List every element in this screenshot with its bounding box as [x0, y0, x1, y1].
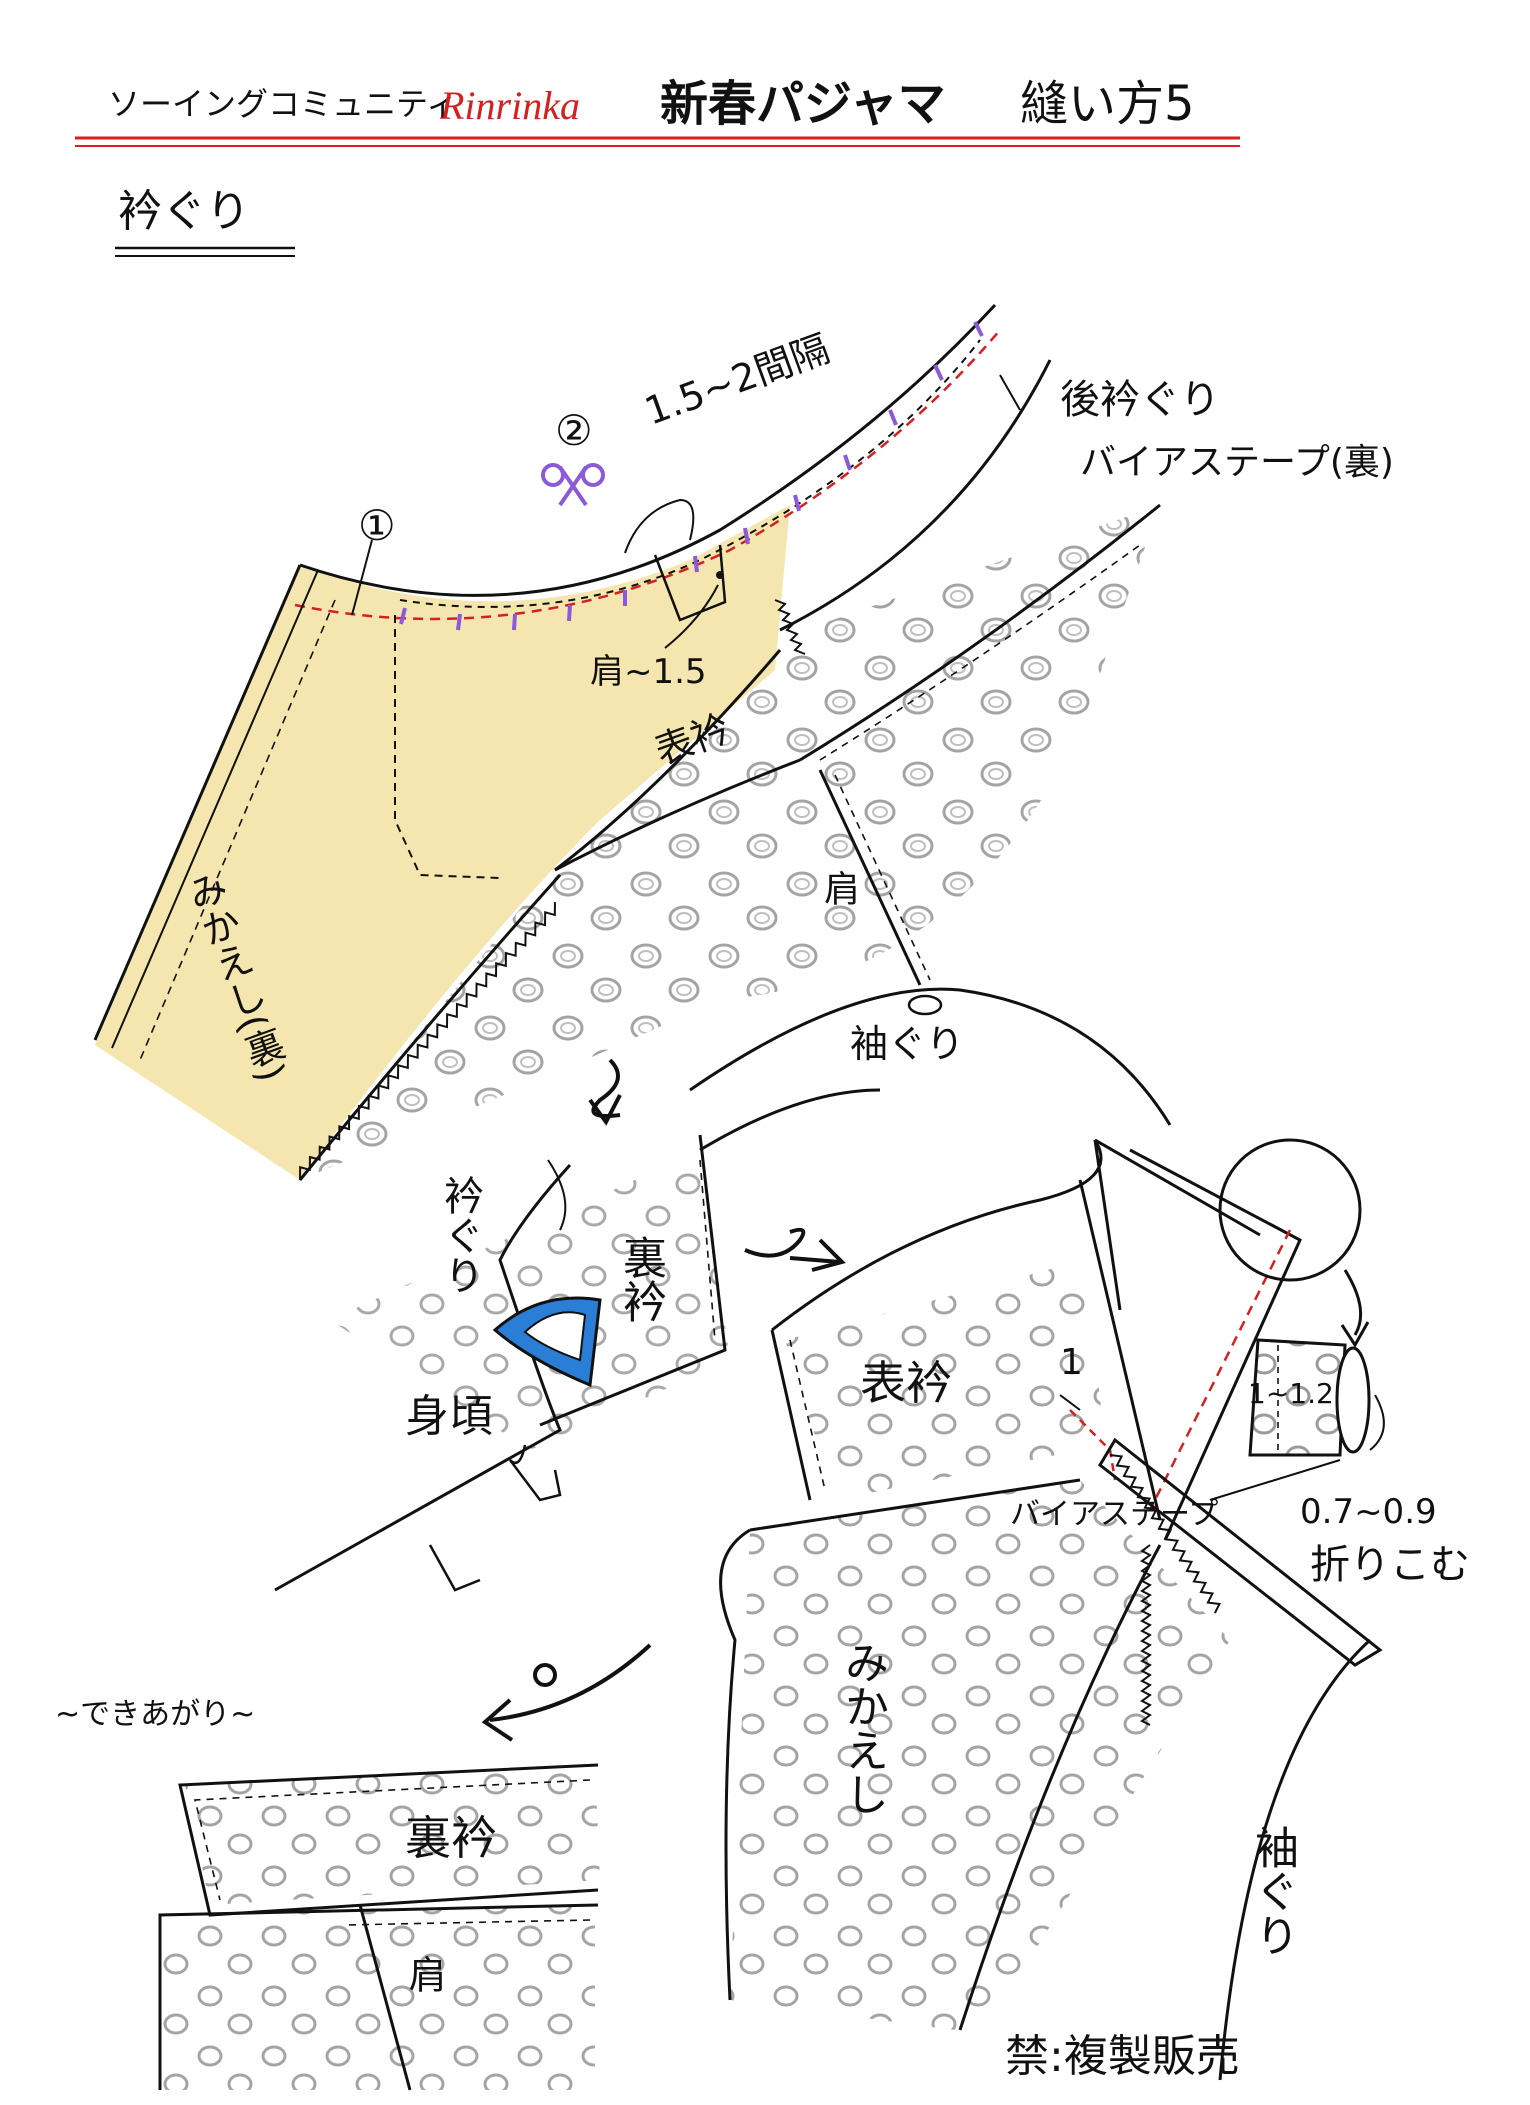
- finished-collar: [178, 1763, 599, 1917]
- marker-1-leader: [351, 539, 373, 616]
- shoulder-allowance-label: 肩~1.5: [590, 652, 707, 692]
- bias-tape-band: [1098, 1437, 1383, 1667]
- neck-fold: [509, 1444, 562, 1502]
- back-neck-label: 後衿ぐり: [1060, 377, 1220, 423]
- header-title: 新春パジャマ: [660, 76, 946, 132]
- bodice-fabric-area: [300, 505, 1160, 1180]
- section-title: 衿ぐり: [118, 186, 250, 237]
- armhole-curve-2: [699, 1088, 881, 1152]
- facing-stitch-outline: [394, 615, 501, 879]
- armhole-label-1: 袖ぐり: [850, 1022, 965, 1066]
- armhole-label-3: 袖ぐり: [1247, 1825, 1298, 1957]
- armhole-curve-3: [1218, 1638, 1372, 2081]
- tape-detail: [1248, 1338, 1385, 1457]
- panel-3-bias-tape: [719, 1138, 1385, 2081]
- facing-zigzag-edge: [958, 1544, 1162, 2031]
- overlock-edge-2: [774, 599, 806, 655]
- spacing-bracket: [624, 498, 695, 554]
- neck-edge: [299, 303, 997, 597]
- bodice-edge: [274, 1163, 572, 1592]
- overlock-edge-1: [299, 902, 556, 1181]
- facing-label-3: みかえし: [837, 1640, 888, 1816]
- facing-fabric: [95, 505, 790, 1180]
- purple-snips: [399, 321, 984, 631]
- section-underline: [115, 246, 295, 257]
- bias-tape-back-label: バイアステープ(裏): [1080, 442, 1394, 483]
- shoulder-leader: [664, 584, 719, 649]
- bias-tape-stitch: [399, 339, 981, 608]
- bias-zigzag: [1109, 1454, 1222, 1614]
- header-underline: [75, 136, 1240, 147]
- under-collar-label-2: 裏衿: [615, 1235, 666, 1323]
- header-step: 縫い方5: [1020, 76, 1195, 132]
- shoulder-label-4: 肩: [402, 1955, 446, 1993]
- collar-seam: [554, 649, 782, 872]
- panel-1-neckline-stitching: [93, 303, 1172, 1181]
- arrow-down-1: [588, 1058, 622, 1126]
- copyright-notice: 禁:複製販売: [1005, 2031, 1240, 2082]
- arrow-finished: [481, 1643, 652, 1742]
- header-community: ソーイングコミュニティ: [108, 85, 459, 123]
- mark-one-label: 1: [1060, 1342, 1083, 1383]
- shoulder-seam: [818, 769, 922, 986]
- facing-outline: [719, 1528, 751, 2001]
- width-label: 1~1.2: [1248, 1377, 1334, 1410]
- scissors-icon: [541, 463, 605, 507]
- neckline-label: 衿ぐり: [437, 1175, 483, 1295]
- collar-outer: [554, 758, 801, 872]
- arrow-right: [744, 1227, 846, 1272]
- armhole-curve: [689, 987, 1172, 1126]
- fold-in-label: 折りこむ: [1310, 1542, 1470, 1588]
- bias-tape-label: バイアステープ: [1010, 1497, 1219, 1532]
- bodice-label: 身頃: [405, 1391, 493, 1442]
- front-collar-label-3: 表衿: [860, 1356, 952, 1410]
- panel-2-ironing: [274, 1088, 881, 1592]
- iron-icon: [492, 1296, 602, 1388]
- under-collar-label-4: 裏衿: [405, 1811, 497, 1865]
- red-stitch-line: [294, 329, 1001, 621]
- back-neck-edge: [779, 359, 1052, 632]
- fold-size-label: 0.7~0.9: [1300, 1492, 1437, 1532]
- marker-1: ①: [358, 501, 396, 550]
- panel-4-finished: [158, 1763, 600, 2091]
- finished-shoulder: [358, 1904, 412, 2091]
- front-collar-outline: [771, 1139, 1122, 1332]
- finished-label: ~できあがり~: [55, 1697, 256, 1732]
- header-brand: Rinrinka: [440, 83, 580, 128]
- marker-2: ②: [555, 406, 593, 455]
- shoulder-label: 肩: [818, 870, 859, 906]
- magnifier-circle: [1218, 1138, 1362, 1282]
